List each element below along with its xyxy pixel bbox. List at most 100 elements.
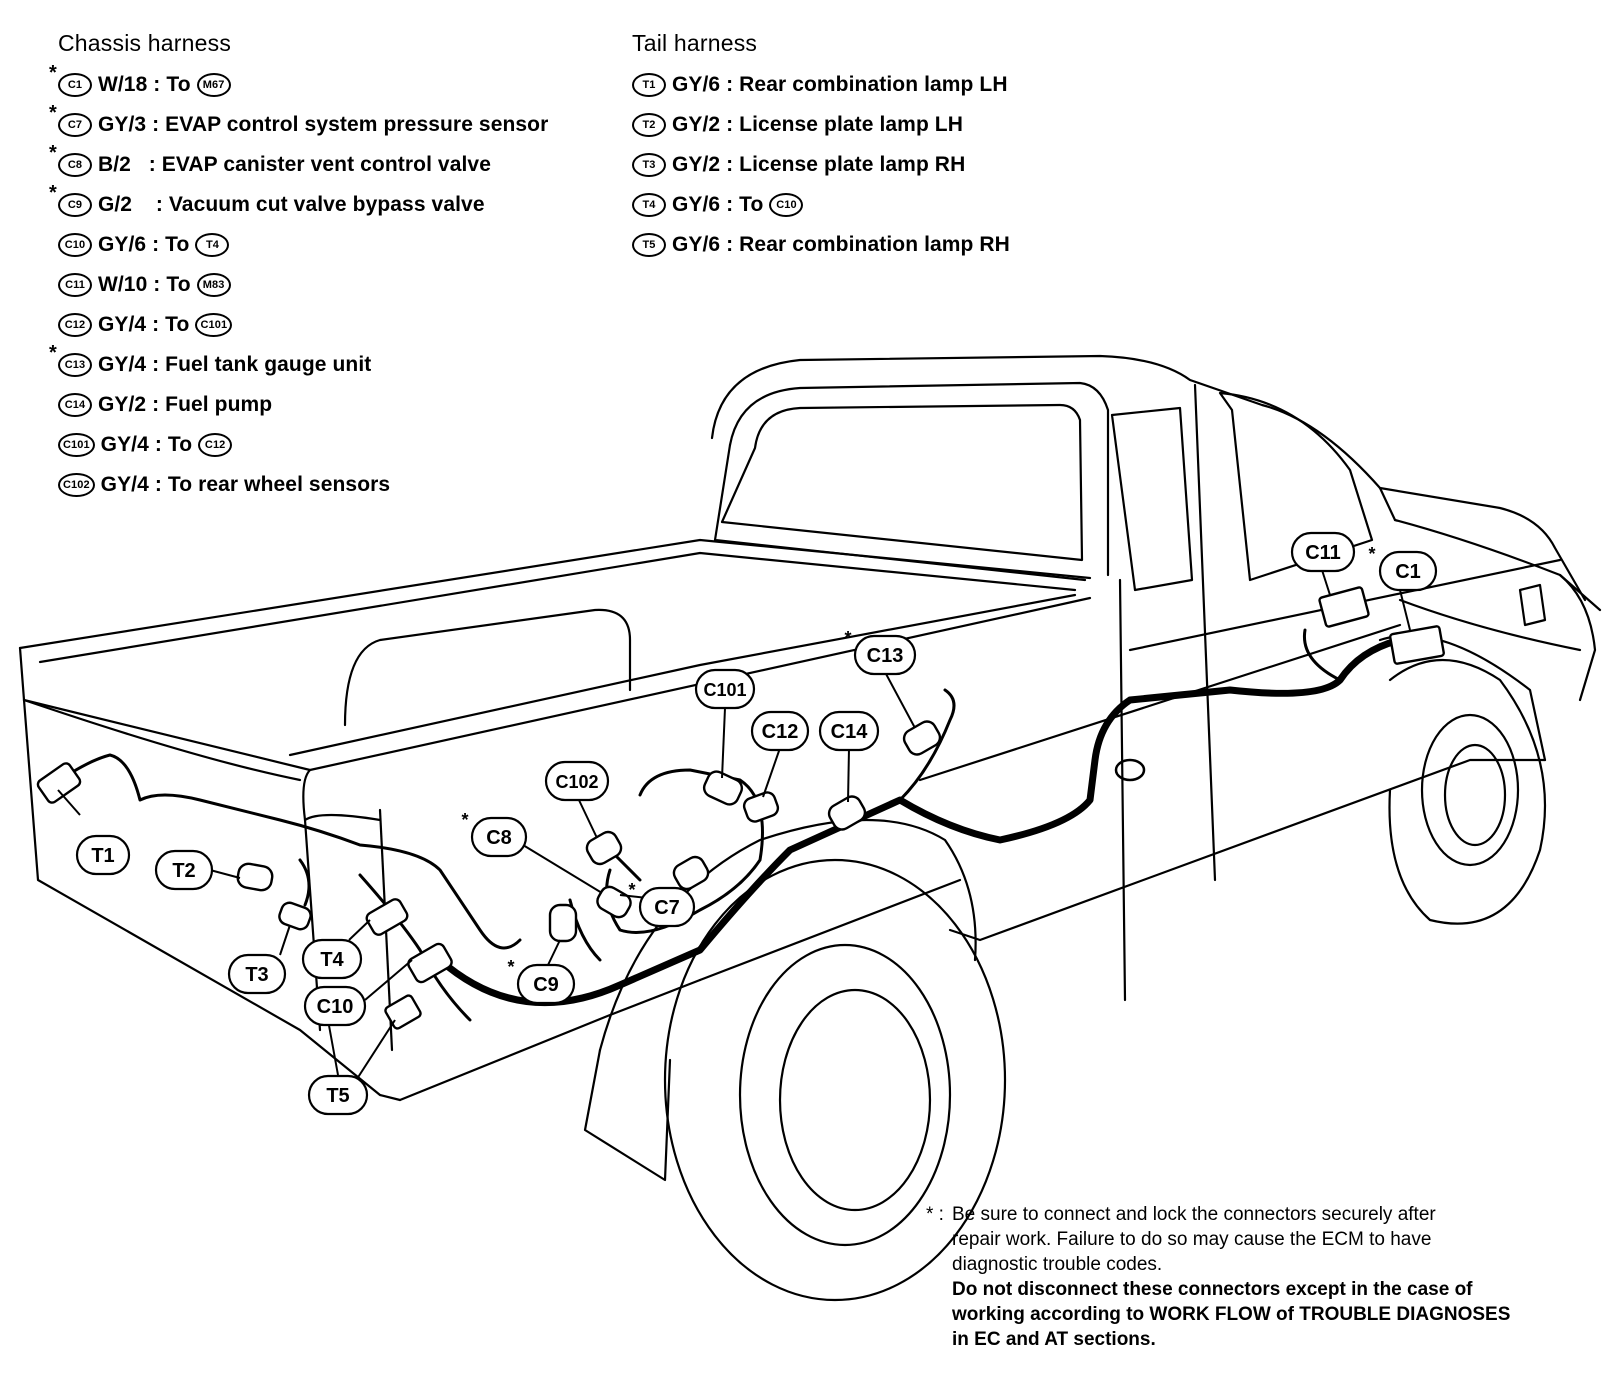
connector-description: EVAP control system pressure sensor (165, 113, 549, 136)
footnote-mark: * : (926, 1204, 944, 1225)
callout-c10: C10 (303, 985, 367, 1027)
connector-description: To (166, 73, 191, 96)
separator: : (146, 233, 166, 256)
separator: : (720, 233, 740, 256)
footnote: * : Be sure to connect and lock the conn… (926, 1202, 1612, 1352)
wire-code: GY/4 (97, 353, 147, 376)
target-connector-badge: C12 (198, 433, 233, 458)
callout-c1: C1* (1368, 544, 1438, 592)
callout-t4: T4 (301, 938, 363, 980)
leader-lines (57, 569, 1411, 1083)
callout-t5: T5 (307, 1074, 369, 1116)
target-connector-badge: M83 (196, 273, 231, 298)
separator: : (132, 193, 169, 216)
callout-c9: C9* (507, 957, 576, 1005)
connector-description: License plate lamp RH (739, 153, 966, 176)
chassis-row: *C7 GY/3 : EVAP control system pressure … (49, 102, 549, 145)
chassis-harness-title: Chassis harness (58, 30, 232, 56)
connector-description: To (165, 313, 190, 336)
connector-id-badge: C9 (58, 193, 92, 218)
wire-code: GY/6 (97, 233, 147, 256)
connector-c9-body (548, 903, 578, 943)
wire-code: GY/2 (97, 393, 147, 416)
connector-description: EVAP canister vent control valve (161, 153, 491, 176)
connector-description: To (165, 233, 190, 256)
connector-description: To (739, 193, 764, 216)
separator: : (148, 473, 168, 496)
separator: : (130, 153, 162, 176)
callout-t3: T3 (227, 953, 287, 995)
connector-description: License plate lamp LH (739, 113, 964, 136)
wire-code: GY/2 (671, 113, 721, 136)
connector-id-badge: C1 (58, 73, 92, 98)
connector-id-badge: T5 (632, 233, 666, 258)
connector-c102-body (585, 830, 623, 866)
connector-t4-body (365, 898, 409, 936)
svg-text:T1: T1 (91, 845, 114, 867)
connector-c7-body (672, 855, 710, 891)
callout-t1: T1 (75, 834, 131, 876)
separator: : (146, 113, 166, 136)
footnote-line-3: diagnostic trouble codes. (952, 1254, 1163, 1275)
connector-description: Fuel tank gauge unit (165, 353, 372, 376)
footnote-line-6: in EC and AT sections. (952, 1329, 1156, 1350)
target-connector-badge: C101 (195, 313, 233, 338)
star-mark: * (49, 142, 57, 164)
wire-code: GY/3 (97, 113, 147, 136)
wire-code: GY/4 (100, 473, 149, 496)
callout-t2: T2 (154, 849, 214, 891)
svg-text:C8: C8 (486, 827, 512, 849)
footnote-line-2: repair work. Failure to do so may cause … (952, 1229, 1432, 1250)
tail-row: T3 GY/2 : License plate lamp RH (632, 145, 1010, 185)
wire-code: GY/6 (671, 193, 721, 216)
connector-id-badge: C7 (58, 113, 92, 138)
chassis-row: *C9 G/2 : Vacuum cut valve bypass valve (49, 182, 548, 225)
separator: : (146, 353, 166, 376)
wire-code: GY/6 (671, 233, 721, 256)
separator: : (146, 393, 166, 416)
callout-c14: C14 (818, 710, 880, 752)
callout-c101: C101 (694, 668, 756, 710)
connector-id-badge: C10 (58, 233, 92, 258)
connector-id-badge: C102 (58, 473, 95, 498)
star-mark: * (49, 102, 57, 124)
target-connector-badge: C10 (769, 193, 804, 218)
tail-row: T1 GY/6 : Rear combination lamp LH (632, 65, 1010, 105)
svg-text:C101: C101 (703, 680, 746, 700)
svg-text:T5: T5 (326, 1085, 349, 1107)
svg-text:*: * (844, 628, 851, 648)
callout-c12: C12 (750, 710, 810, 752)
connector-id-badge: C12 (58, 313, 92, 338)
wire-code: GY/6 (671, 73, 721, 96)
chassis-row: *C13 GY/4 : Fuel tank gauge unit (49, 342, 548, 385)
connector-description: Rear combination lamp RH (739, 233, 1010, 256)
chassis-row: *C8 B/2 : EVAP canister vent control val… (49, 142, 548, 185)
callout-c11: C11 (1290, 531, 1356, 573)
connector-c12-body (742, 791, 780, 823)
chassis-row: C14 GY/2 : Fuel pump (58, 385, 548, 425)
separator: : (720, 193, 740, 216)
tail-row: T2 GY/2 : License plate lamp LH (632, 105, 1010, 145)
svg-text:*: * (461, 810, 468, 830)
callout-c8: C8 * (461, 810, 528, 858)
tail-harness-title: Tail harness (632, 30, 758, 56)
connector-id-badge: C101 (58, 433, 95, 458)
connector-c13-body (902, 720, 942, 756)
callout-c102: C102 (544, 760, 610, 802)
connector-id-badge: C13 (58, 353, 92, 378)
footnote-line-4: Do not disconnect these connectors excep… (952, 1279, 1473, 1300)
connector-id-badge: C11 (58, 273, 92, 298)
target-connector-badge: T4 (195, 233, 230, 258)
separator: : (147, 273, 167, 296)
connector-description: To rear wheel sensors (167, 473, 391, 496)
connector-c101-body (702, 770, 744, 806)
svg-text:C13: C13 (867, 645, 904, 667)
wire-code: W/10 (97, 273, 148, 296)
